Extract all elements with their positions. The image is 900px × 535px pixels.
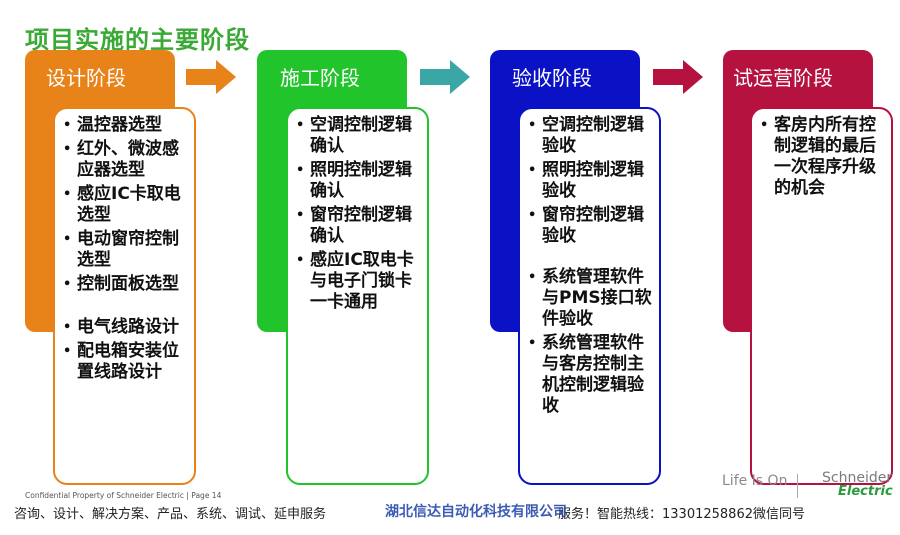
phase-trial-card: •客房内所有控制逻辑的最后一次程序升级的机会 [750, 107, 893, 485]
list-item: •照明控制逻辑验收 [528, 160, 644, 201]
list-item: •感应IC取电卡与电子门锁卡一卡通用 [296, 250, 414, 312]
list-item: •空调控制逻辑确认 [296, 115, 412, 156]
list-item: •温控器选型 [63, 115, 162, 135]
confidential-note: Confidential Property of Schneider Elect… [25, 491, 222, 500]
list-item: •感应IC卡取电选型 [63, 184, 181, 225]
arrow-right-icon [653, 60, 703, 94]
phase-acceptance-label: 验收阶段 [512, 66, 592, 90]
page-title: 项目实施的主要阶段 [25, 26, 250, 54]
phase-construction-card: •空调控制逻辑确认 •照明控制逻辑确认 •窗帘控制逻辑确认 •感应IC取电卡与电… [286, 107, 429, 485]
schneider-logo: Schneider [822, 470, 893, 486]
company-watermark: 湖北信达自动化科技有限公司 [385, 504, 567, 520]
phase-design-card: •温控器选型 •红外、微波感应器选型 •感应IC卡取电选型 •电动窗帘控制选型 … [53, 107, 196, 485]
list-item: •控制面板选型 [63, 274, 179, 294]
list-item: •系统管理软件与PMS接口软件验收 [528, 267, 652, 329]
list-item: •照明控制逻辑确认 [296, 160, 412, 201]
arrow-right-icon [420, 60, 470, 94]
list-item: •电动窗帘控制选型 [63, 229, 179, 270]
phase-design-label: 设计阶段 [46, 66, 126, 90]
arrow-right-icon [186, 60, 236, 94]
phase-acceptance-card: •空调控制逻辑验收 •照明控制逻辑验收 •窗帘控制逻辑验收 •系统管理软件与PM… [518, 107, 661, 485]
list-item: •窗帘控制逻辑验收 [528, 205, 644, 246]
list-item: •配电箱安装位置线路设计 [63, 341, 179, 382]
phase-construction-label: 施工阶段 [280, 66, 360, 90]
bottom-caption: 咨询、设计、解决方案、产品、系统、调试、延申服务服务！智能热线：13301258… [14, 507, 805, 522]
logo-divider [797, 474, 798, 498]
list-item: •电气线路设计 [63, 317, 179, 337]
list-item: •窗帘控制逻辑确认 [296, 205, 412, 246]
list-item: •系统管理软件与客房控制主机控制逻辑验收 [528, 333, 644, 416]
phase-trial-label: 试运营阶段 [733, 66, 833, 90]
life-is-on-logo: Life Is On [722, 473, 788, 489]
list-item: •空调控制逻辑验收 [528, 115, 644, 156]
list-item: •红外、微波感应器选型 [63, 139, 179, 180]
electric-logo: Electric [838, 484, 893, 499]
list-item: •客房内所有控制逻辑的最后一次程序升级的机会 [760, 115, 876, 198]
